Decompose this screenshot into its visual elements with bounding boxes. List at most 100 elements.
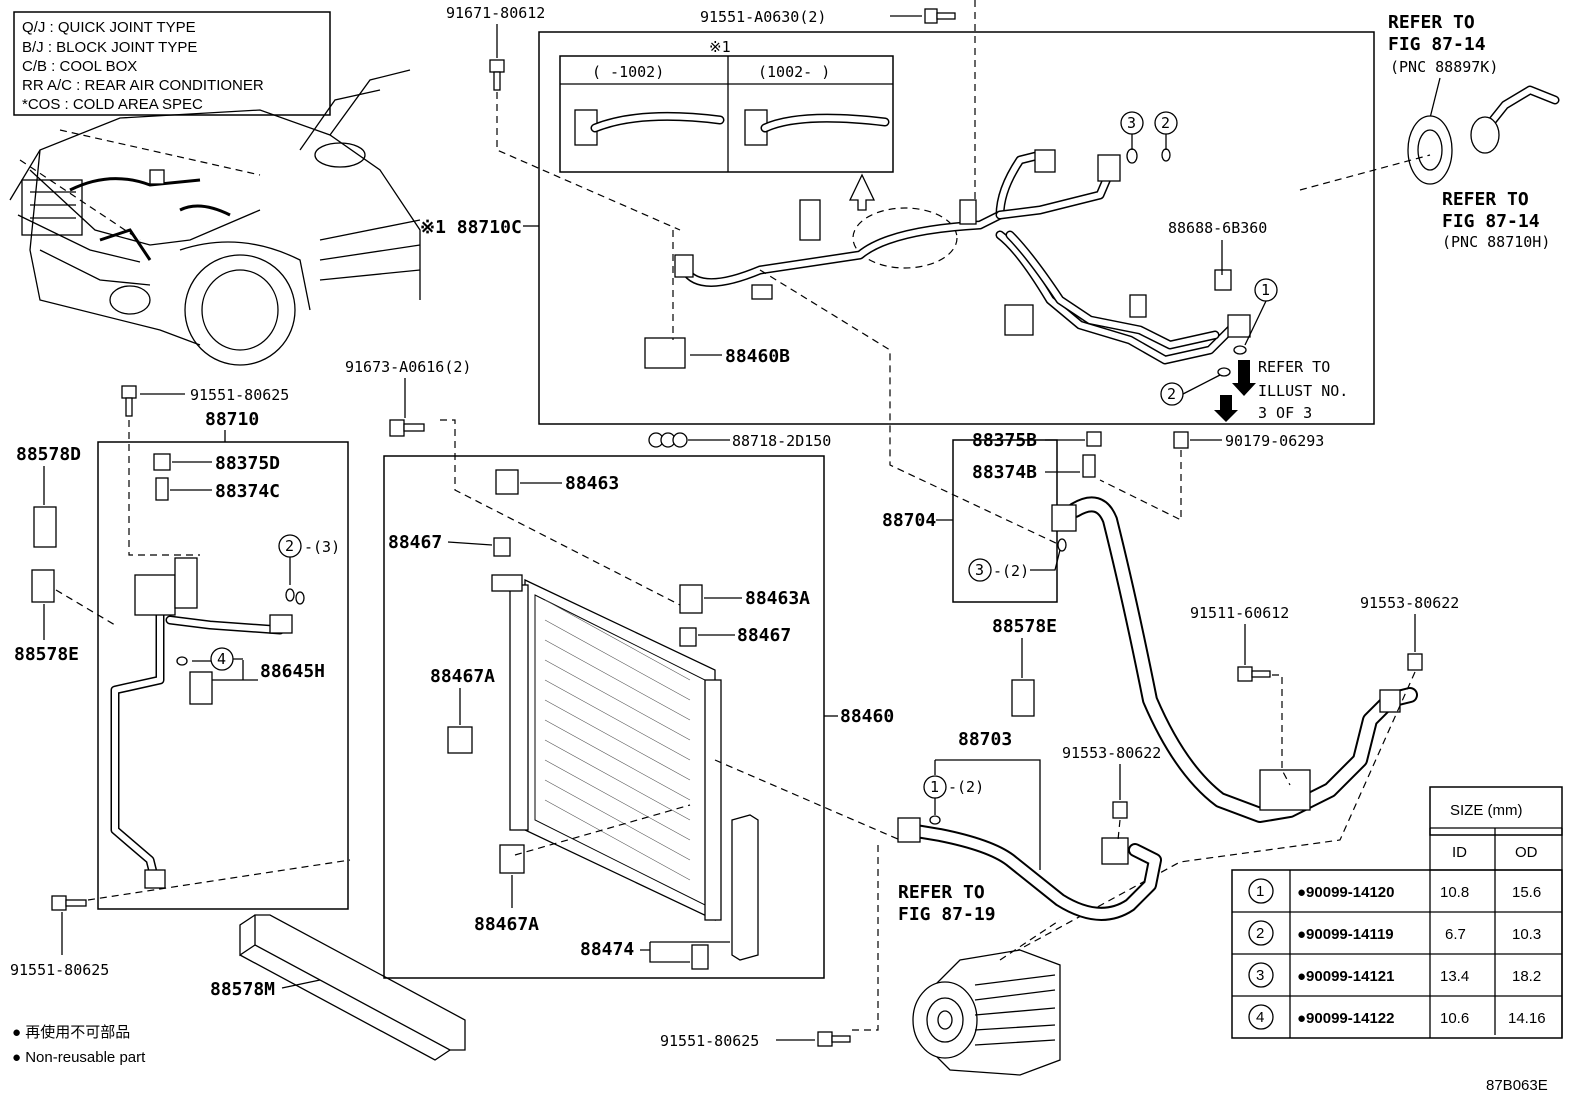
part-label-88375D: 88375D <box>215 453 280 474</box>
abbreviation-legend: Q/J : QUICK JOINT TYPE B/J : BLOCK JOINT… <box>13 11 331 116</box>
part-label-91551-80625-b: 91551-80625 <box>660 1032 759 1050</box>
size-row-od: 10.3 <box>1512 926 1541 943</box>
date-range-after: (1002- ) <box>758 63 830 81</box>
refer-8719-line1: REFER TO <box>898 882 985 903</box>
size-row-number: 3 <box>1256 967 1264 984</box>
seal-88897K <box>1407 115 1453 185</box>
valve-cap-88375D <box>153 453 171 471</box>
part-label-91673-A0616: 91673-A0616(2) <box>345 358 471 376</box>
legend-line-1: Q/J : QUICK JOINT TYPE <box>22 19 196 36</box>
date-range-before: ( -1002) <box>592 63 664 81</box>
grommet-88718-2D150 <box>648 432 688 448</box>
part-label-88578D: 88578D <box>16 444 81 465</box>
size-table-header-id: ID <box>1452 844 1467 861</box>
size-row-od: 18.2 <box>1512 968 1541 985</box>
svg-text:3: 3 <box>1127 114 1136 132</box>
cushion-88578E-left <box>31 569 55 603</box>
size-row-od: 14.16 <box>1508 1010 1546 1027</box>
svg-text:1: 1 <box>930 778 939 796</box>
part-label-88578E-left: 88578E <box>14 644 79 665</box>
bolt-91551-A0630 <box>924 8 956 24</box>
oring-qty-2: -(3) <box>304 538 340 556</box>
bolt-91551-80625-c <box>51 895 87 911</box>
pipe-88710H <box>1470 85 1560 154</box>
svg-text:1: 1 <box>1261 281 1270 299</box>
part-label-88578E-right: 88578E <box>992 616 1057 637</box>
size-table-row: 3 ●90099-14121 13.4 18.2 <box>1248 962 1541 988</box>
refer-8714b-line2: FIG 87-14 <box>1442 211 1540 232</box>
size-row-number: 1 <box>1256 883 1264 900</box>
oring-callout-2-top: 2 <box>1154 111 1178 162</box>
part-label-88704: 88704 <box>882 510 936 531</box>
cushion-88578D <box>33 506 57 548</box>
bolt-90179-06293 <box>1173 431 1189 449</box>
part-label-91551-80625-c: 91551-80625 <box>10 961 109 979</box>
oring-size-table: SIZE (mm) ID OD 1 ●90099-14120 10.8 15.6… <box>1231 786 1563 1039</box>
refer-illust-line3: 3 OF 3 <box>1258 404 1312 422</box>
bolt-91511-60612 <box>1237 666 1271 682</box>
cushion-88467A-a <box>447 726 473 754</box>
part-label-88460B: 88460B <box>725 346 790 367</box>
svg-text:2: 2 <box>285 537 294 555</box>
svg-text:2: 2 <box>1161 114 1170 132</box>
pressure-switch-88645H <box>189 671 213 705</box>
oring-callout-1-lower: 1 -(2) <box>923 775 984 825</box>
size-row-number: 4 <box>1256 1009 1264 1026</box>
cushion-88467A-b <box>499 844 525 874</box>
part-label-88463: 88463 <box>565 473 619 494</box>
part-label-88463A: 88463A <box>745 588 810 609</box>
bolt-91553-80622-b <box>1112 801 1128 819</box>
bracket-88460B <box>644 230 686 369</box>
part-label-88645H: 88645H <box>260 661 325 682</box>
refer-8714b-line3: (PNC 88710H) <box>1442 233 1550 251</box>
discharge-hose-88710 <box>110 557 293 889</box>
bolt-91551-80625-b <box>817 1031 851 1047</box>
refer-arrow-1 <box>1232 360 1256 396</box>
size-table-row: 2 ●90099-14119 6.7 10.3 <box>1248 920 1541 946</box>
part-label-88718-2D150: 88718-2D150 <box>732 432 831 450</box>
note1-mark: ※1 <box>709 38 731 56</box>
pipe-detail-after <box>744 109 890 146</box>
bracket-88463A <box>679 584 703 614</box>
part-label-88374B: 88374B <box>972 462 1037 483</box>
part-label-88460: 88460 <box>840 706 894 727</box>
figure-code: 87B063E <box>1486 1077 1548 1094</box>
part-label-91511-60612: 91511-60612 <box>1190 604 1289 622</box>
nonreusable-japanese: ● 再使用不可部品 <box>12 1024 130 1041</box>
part-label-88710C: ※1 88710C <box>420 217 522 238</box>
legend-line-5: *COS : COLD AREA SPEC <box>22 96 203 113</box>
part-label-88703: 88703 <box>958 729 1012 750</box>
svg-text:4: 4 <box>217 650 226 668</box>
part-label-91551-A0630: 91551-A0630(2) <box>700 8 826 26</box>
size-row-part-number: ●90099-14119 <box>1297 926 1394 943</box>
bracket-88463 <box>495 469 519 495</box>
part-label-88688-6B360: 88688-6B360 <box>1168 219 1267 237</box>
discharge-pipe-box: 91551-80625 88710 88375D 88374C <box>97 385 349 910</box>
detail-arrow <box>848 173 876 211</box>
part-label-88467-b: 88467 <box>737 625 791 646</box>
part-label-88467-a: 88467 <box>388 532 442 553</box>
oring-callout-4: 4 <box>176 647 234 671</box>
pipe-detail-before <box>574 109 725 146</box>
bolt-91553-80622-a <box>1407 653 1423 671</box>
liquid-pipe-subassembly-box: ※1 ( -1002) (1002- ) <box>420 31 1375 425</box>
valve-core-88374C <box>155 477 169 501</box>
part-label-88375B: 88375B <box>972 430 1037 451</box>
size-row-id: 6.7 <box>1445 926 1466 943</box>
size-row-od: 15.6 <box>1512 884 1541 901</box>
cushion-88578E-right <box>1011 679 1035 717</box>
part-label-88710: 88710 <box>205 409 259 430</box>
bolt-91671-80612 <box>489 59 505 91</box>
suction-hose-88704 <box>1051 496 1418 823</box>
refer-illust-line2: ILLUST NO. <box>1258 382 1348 400</box>
size-row-id: 13.4 <box>1440 968 1469 985</box>
refer-8719-line2: FIG 87-19 <box>898 904 996 925</box>
refer-illust-line1: REFER TO <box>1258 358 1330 376</box>
grommet-88467-b <box>679 627 697 647</box>
refer-8714a-line1: REFER TO <box>1388 12 1475 33</box>
refer-8714a-line2: FIG 87-14 <box>1388 34 1486 55</box>
condenser-box: 91673-A0616(2) 88718-2D150 88463 88467 <box>345 358 901 979</box>
compressor-illustration <box>912 949 1061 1076</box>
part-label-88374C: 88374C <box>215 481 280 502</box>
size-row-part-number: ●90099-14121 <box>1297 968 1394 985</box>
